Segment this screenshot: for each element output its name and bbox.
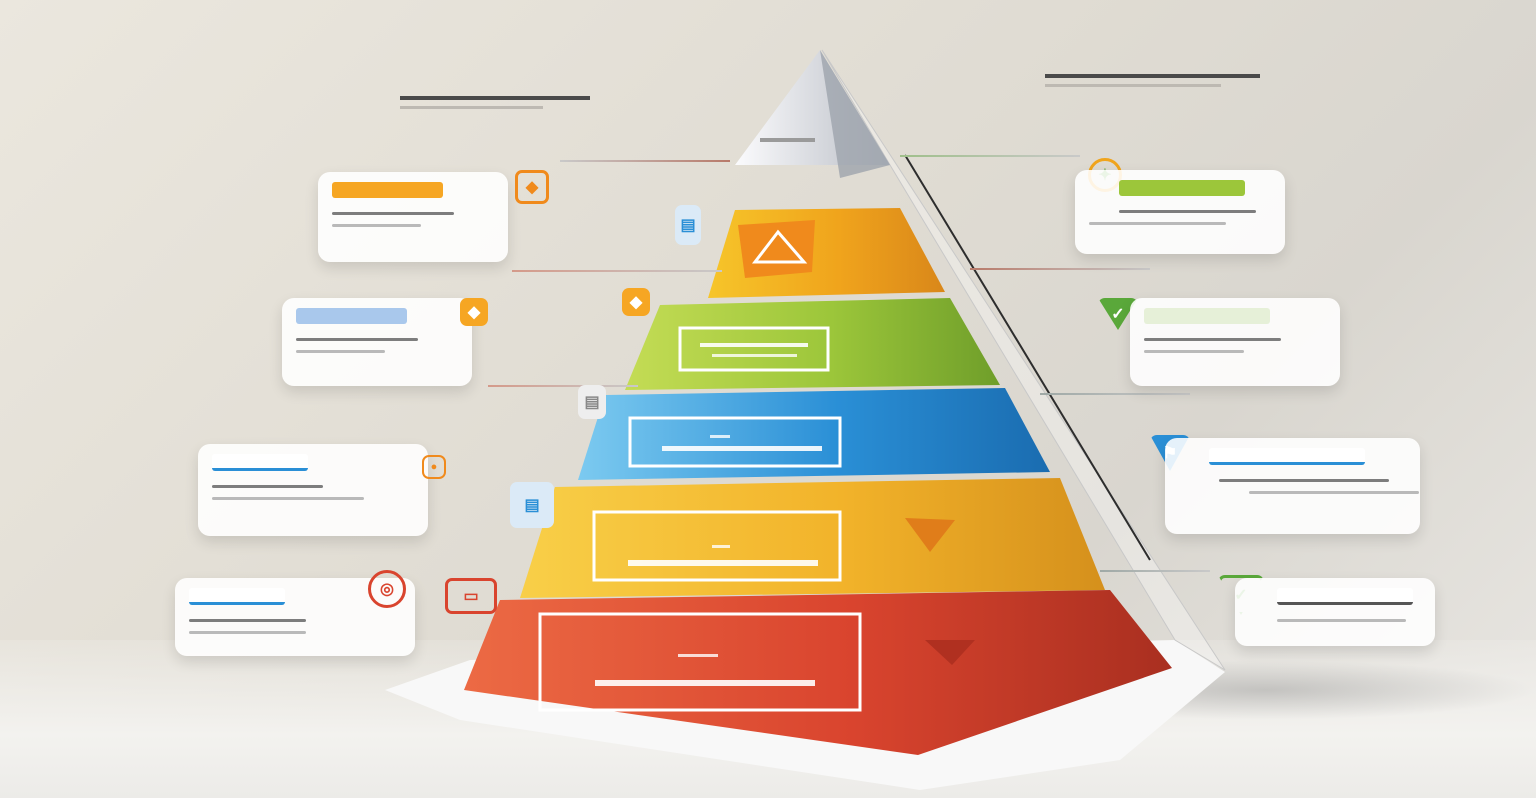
connector-right-1: [900, 155, 1080, 157]
connector-left-1: [560, 160, 730, 162]
badge-icon: ●: [422, 455, 446, 479]
tier-5-label-frame: [538, 612, 862, 712]
tier-3-label-frame: [628, 416, 842, 468]
right-card-4: [1235, 578, 1435, 646]
pyramid-tier-4: [520, 478, 1105, 598]
pyramid-tier-3: [578, 388, 1050, 480]
right-heading: [1045, 68, 1260, 87]
right-card-1-line: [1119, 210, 1256, 213]
left-card-2: [282, 298, 472, 386]
left-card-4-line: [189, 619, 306, 622]
left-card-4-line-2: [189, 631, 306, 634]
left-card-1-chip: [332, 182, 443, 198]
right-card-2-line: [1144, 338, 1281, 341]
left-card-1-line-2: [332, 224, 422, 227]
connector-left-2: [512, 270, 722, 272]
right-card-2: [1130, 298, 1340, 386]
connector-left-3: [488, 385, 638, 387]
right-card-1-line-2: [1089, 222, 1226, 225]
tier-4-label-frame: [592, 510, 842, 582]
pyramid-edge-line: [904, 154, 1151, 561]
left-card-3: [198, 444, 428, 536]
left-card-1-line: [332, 212, 454, 215]
right-card-3: [1165, 438, 1420, 534]
target-icon: ◎: [368, 570, 406, 608]
left-card-4-chip: [189, 588, 285, 605]
right-card-3-line: [1219, 479, 1390, 482]
right-card-2-chip: [1144, 308, 1270, 324]
left-card-3-line: [212, 485, 324, 488]
connector-right-3: [1040, 393, 1190, 395]
tier-2-label-frame: [678, 326, 830, 372]
pyramid-tier-2: [625, 298, 1000, 390]
connector-right-4: [1100, 570, 1210, 572]
badge-icon: ◆: [460, 298, 488, 326]
left-card-1: [318, 172, 508, 262]
left-card-3-chip: [212, 454, 308, 471]
document-icon: ▤: [510, 482, 554, 528]
right-card-4-line: [1277, 619, 1406, 622]
document-icon: ▭: [445, 578, 497, 614]
document-icon: ▤: [578, 385, 606, 419]
right-card-3-line-2: [1249, 491, 1420, 494]
left-card-2-line-2: [296, 350, 386, 353]
left-card-2-chip: [296, 308, 407, 324]
left-heading: [400, 90, 590, 109]
right-card-4-chip: [1277, 588, 1413, 605]
warning-triangle-icon: [751, 229, 808, 264]
right-card-3-chip: [1209, 448, 1365, 465]
right-card-1: [1075, 170, 1285, 254]
pyramid-tier-5: [464, 590, 1172, 755]
right-card-1-chip: [1119, 180, 1245, 196]
left-card-3-line-2: [212, 497, 364, 500]
connector-right-2: [970, 268, 1150, 270]
badge-icon: ◆: [515, 170, 549, 204]
document-icon: ▤: [675, 205, 701, 245]
left-card-2-line: [296, 338, 418, 341]
right-card-2-line-2: [1144, 350, 1245, 353]
badge-icon: ◆: [622, 288, 650, 316]
apex-label-line: [760, 138, 815, 142]
